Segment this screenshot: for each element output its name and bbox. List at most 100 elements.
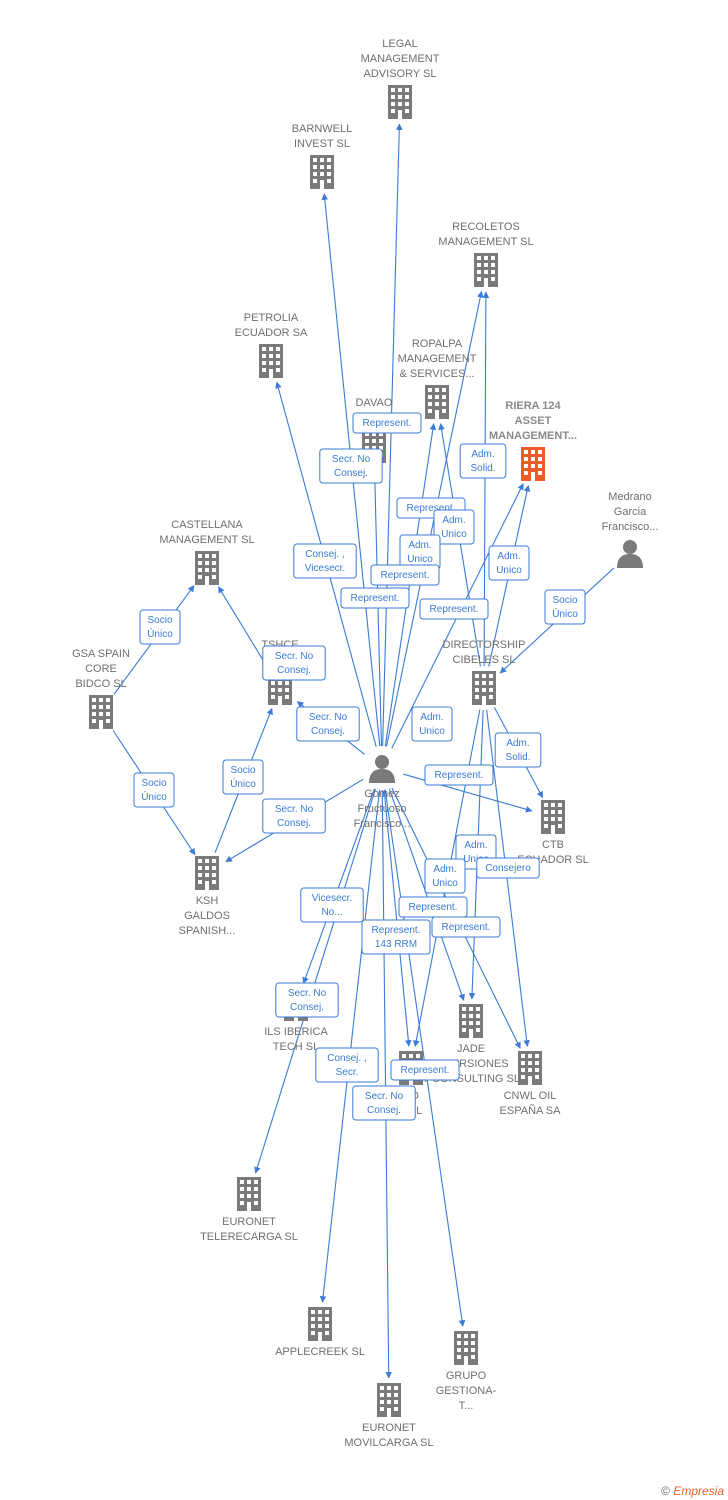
edge-label-box [300,887,364,923]
edge-label-text: Represent. [442,922,491,933]
node-label: GRUPO [446,1370,487,1382]
edge-label-text: Consej. , [327,1053,366,1064]
edge-role-label: Adm.Unico [488,545,530,581]
node-label: Francisco... [602,521,659,533]
edge-label-box [494,732,542,768]
node-label: ECUADOR SA [235,327,308,339]
node-label: EURONET [362,1422,416,1434]
edge-label-box [419,598,489,620]
edge-label-text: No... [321,907,342,918]
edge-gomez-to-applecreek [319,789,381,1303]
edge-label-text: Secr. No [275,804,314,815]
node-label: BARNWELL [292,123,353,135]
edge-label-text: Único [230,777,256,790]
edge-label-text: Consej. [334,468,368,479]
edge-role-label: Secr. No Consej. [275,982,339,1018]
node-applecreek[interactable]: APPLECREEK SL [275,1307,365,1358]
edge-label-text: Adm. [497,551,520,562]
person-icon [617,540,643,568]
node-label: GSA SPAIN [72,648,130,660]
building-icon [308,1307,332,1341]
building-icon [89,695,113,729]
node-gomez[interactable]: GomezFructuosoFrancisco... [354,755,411,830]
node-label: GALDOS [184,910,230,922]
edge-label-box [424,764,494,786]
node-label: CORE [85,663,117,675]
node-label: ILS IBERICA [264,1026,328,1038]
edge-role-label: Vicesecr.No... [300,887,364,923]
edge-label-box [370,564,440,586]
edge-role-label: Adm.Unico [424,858,466,894]
edge-label-box [139,609,181,645]
edge-label-box [133,772,175,808]
edge-label-text: Unico [407,554,433,565]
edge-tshce-to-castellana [217,586,270,670]
node-label: Medrano [608,491,651,503]
edge-label-text: Vicesecr. [305,563,345,574]
edge-label-box [340,587,410,609]
edge-gomez-to-grupo [384,789,466,1327]
edge-label-text: Represent. [409,902,458,913]
node-label: Garcia [614,506,647,518]
node-label: LEGAL [382,38,417,50]
edge-label-text: Adm. [408,540,431,551]
node-label: SPANISH... [179,925,236,937]
edge-label-text: Secr. No [365,1091,404,1102]
edge-role-label: Adm. Unico [399,534,441,570]
node-label: ADVISORY SL [364,68,437,80]
building-icon [259,344,283,378]
node-medrano[interactable]: MedranoGarciaFrancisco... [602,491,659,568]
node-label: MANAGEMENT SL [159,534,254,546]
edge-label-text: Represent. [407,503,456,514]
edge-label-box [262,798,326,834]
node-riera[interactable]: RIERA 124ASSETMANAGEMENT... [489,400,577,481]
edge-label-box [433,509,475,545]
edge-role-label: Represent. [398,896,468,918]
edge-role-label: Adm.Solid. [494,732,542,768]
edge-label-box [476,857,540,879]
node-label: T... [459,1400,474,1412]
edge-label-text: Socio [141,778,166,789]
edge-label-text: Represent. [351,593,400,604]
node-grupo[interactable]: GRUPOGESTIONA-T... [436,1331,497,1412]
node-ksh[interactable]: KSHGALDOSSPANISH... [179,856,236,937]
edge-label-text: Consej. , [305,549,344,560]
building-icon [310,155,334,189]
edge-label-text: 143 RRM [375,939,417,950]
edge-label-box [352,412,422,434]
building-icon [541,800,565,834]
edge-label-box [411,706,453,742]
edge-role-label: Consej. ,Secr. [315,1047,379,1083]
edge-label-text: Unico [441,529,467,540]
node-label: CIBELES SL [453,654,516,666]
building-icon [474,253,498,287]
edge-label-box [459,443,507,479]
copyright-symbol: © [661,1484,670,1498]
edge-label-text: Consej. [290,1002,324,1013]
edge-label-box [390,1059,460,1081]
building-icon [388,85,412,119]
footer-brand: © Empresia [661,1484,724,1498]
edge-label-box [319,448,383,484]
edge-label-text: Secr. No [309,712,348,723]
edge-role-label: Adm.Solid. [459,443,507,479]
edge-label-text: Secr. No [332,454,371,465]
edge-label-text: Secr. No [288,988,327,999]
